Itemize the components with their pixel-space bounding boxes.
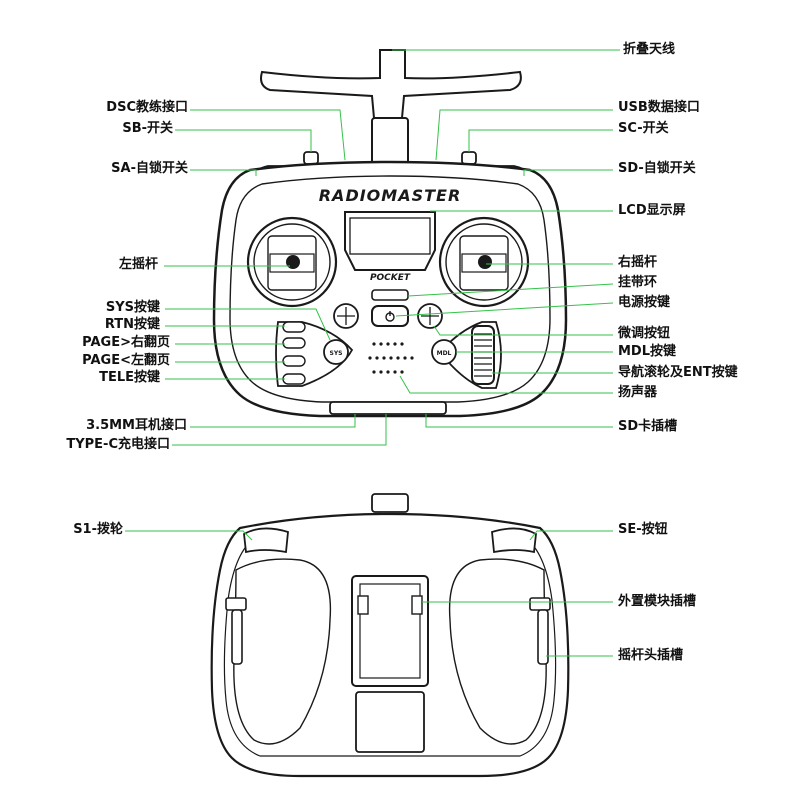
right-button-cluster: MDL (431, 321, 502, 389)
sc-switch (461, 151, 477, 165)
label-antenna: 折叠天线 (623, 42, 676, 57)
right-stick (438, 216, 530, 308)
label-dsc-port: DSC教练接口 (106, 100, 188, 115)
front-view: RADIOMASTER POCKET (212, 49, 568, 418)
back-view (210, 493, 570, 778)
right-stick-tip (478, 255, 492, 269)
model-logo: POCKET (370, 273, 411, 283)
label-sd-card: SD卡插槽 (618, 419, 678, 434)
left-stick-tip (286, 255, 300, 269)
label-sd-switch: SD-自锁开关 (618, 161, 696, 176)
label-lanyard: 挂带环 (618, 275, 658, 290)
label-sa-switch: SA-自锁开关 (111, 161, 188, 176)
module-bay (351, 575, 429, 687)
label-se-button: SE-按钮 (618, 522, 668, 537)
label-trim: 微调按钮 (618, 326, 671, 341)
power-button (371, 305, 409, 327)
label-rtn-key: RTN按键 (104, 317, 160, 332)
folding-antenna (260, 49, 522, 165)
callout-lines (125, 49, 620, 657)
label-stick-end-slot: 摇杆头插槽 (618, 648, 684, 663)
label-power: 电源按键 (618, 295, 671, 310)
sys-button (323, 339, 349, 365)
bottom-port-bay (329, 401, 447, 415)
page-left-button (282, 355, 306, 367)
label-headphone-jack: 3.5MM耳机接口 (86, 418, 187, 433)
label-speaker: 扬声器 (618, 385, 658, 400)
brand-logo: RADIOMASTER (319, 186, 462, 205)
label-mdl-key: MDL按键 (618, 344, 677, 359)
speaker-grille (368, 342, 414, 374)
stick-end-slot-right (529, 597, 551, 665)
page-right-button (282, 337, 306, 349)
rtn-button (282, 321, 306, 333)
label-nav-wheel: 导航滚轮及ENT按键 (618, 365, 738, 380)
label-tele-key: TELE按键 (99, 370, 160, 385)
left-stick (246, 216, 338, 308)
mdl-button-label: MDL (437, 350, 452, 357)
tele-button (282, 373, 306, 385)
label-s1-wheel: S1-拨轮 (73, 522, 123, 537)
lcd-screen (344, 211, 436, 271)
se-button (491, 527, 537, 554)
label-lcd: LCD显示屏 (618, 203, 686, 218)
label-page-right: PAGE>右翻页 (82, 335, 170, 350)
trim-button-left (333, 303, 359, 329)
sb-switch (303, 151, 319, 165)
label-typec: TYPE-C充电接口 (66, 437, 170, 452)
label-sb-switch: SB-开关 (122, 121, 173, 136)
trim-button-right (417, 303, 443, 329)
label-left-stick: 左摇杆 (118, 257, 158, 272)
label-page-left: PAGE<左翻页 (82, 353, 170, 368)
lanyard-ring (371, 289, 409, 301)
label-right-stick: 右摇杆 (618, 255, 658, 270)
label-module-bay: 外置模块插槽 (618, 594, 697, 609)
s1-wheel (243, 527, 289, 554)
stick-end-slot-left (225, 597, 247, 665)
label-sc-switch: SC-开关 (618, 121, 669, 136)
left-button-cluster: SYS (275, 321, 354, 387)
sys-button-label: SYS (330, 350, 343, 357)
label-sys-key: SYS按键 (105, 300, 160, 315)
label-usb-port: USB数据接口 (618, 100, 700, 115)
